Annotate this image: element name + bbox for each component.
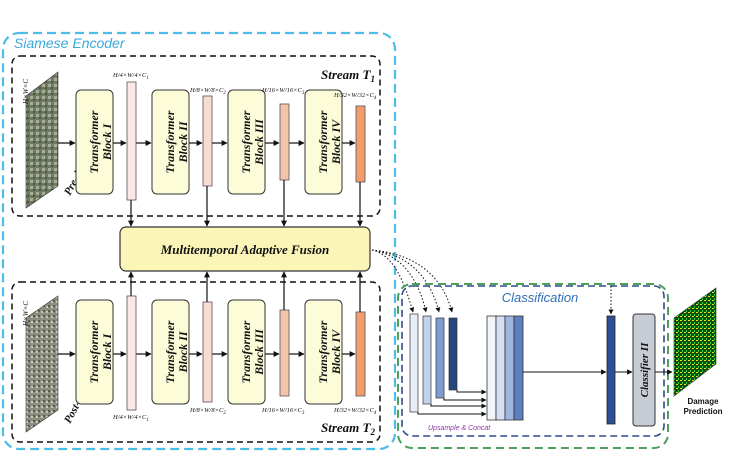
arrow [371,249,441,313]
s2-feature-map-4 [355,311,366,397]
svg-text:TransformerBlock IV: TransformerBlock IV [316,320,343,383]
post-disaster-image [25,295,59,433]
svg-text:TransformerBlock I: TransformerBlock I [87,110,114,173]
s2-dim-4: H/32×W/32×C4 [333,407,377,416]
svg-text:TransformerBlock III: TransformerBlock III [239,110,266,173]
concat-map-3 [504,315,515,421]
arrow [456,389,487,395]
svg-text:Multitemporal Adaptive Fusion: Multitemporal Adaptive Fusion [160,242,330,257]
svg-text:TransformerBlock IV: TransformerBlock IV [316,110,343,173]
s2-feature-map-1 [126,295,137,411]
damage-prediction-image [673,287,717,397]
s2-dim-2: H/8×W/8×C2 [189,407,226,416]
stream-t2-frame [11,281,381,443]
arrow [371,249,415,313]
stream-t1-label: Stream T1 [321,67,375,84]
svg-text:TransformerBlock I: TransformerBlock I [87,320,114,383]
stream2-block-3: TransformerBlock III [227,299,266,405]
stream-t1-frame [11,55,381,217]
upsample-map-3 [435,317,445,399]
upsample-map-1 [409,313,419,413]
s1-dim-3: H/16×W/16×C3 [261,87,305,96]
siamese-encoder-title: Siamese Encoder [14,35,126,51]
concat-map-2 [495,315,506,421]
pre-input-dims: H×W×C [22,79,30,105]
upsample-concat-label: Upsample & Concat [428,425,491,432]
concat-map-1 [486,315,497,421]
classifier-ii-block: Classifier II [632,313,656,427]
classification-inner-frame [401,285,665,437]
stream-t2-label: Stream T2 [321,420,375,437]
svg-text:Classifier II: Classifier II [639,342,651,397]
s1-feature-map-2 [202,95,213,187]
stream1-block-2: TransformerBlock II [151,89,190,195]
s1-feature-map-3 [279,103,290,181]
pre-disaster-image [25,71,59,209]
classification-outer-frame [397,283,669,449]
svg-text:TransformerBlock II: TransformerBlock II [163,110,190,173]
arrow [443,397,487,403]
s1-dim-2: H/8×W/8×C2 [189,87,226,96]
concat-map-4 [513,315,524,421]
arrow [371,249,428,313]
stream2-block-1: TransformerBlock I [75,299,114,405]
stream2-block-4: TransformerBlock IV [304,299,343,405]
stream1-block-3: TransformerBlock III [227,89,266,195]
upsample-map-4 [448,317,458,391]
upsample-map-2 [422,315,432,405]
s1-feature-map-4 [355,105,366,183]
s2-dim-3: H/16×W/16×C3 [261,407,305,416]
arrow [430,403,487,409]
classifier-feature-bar [606,315,616,425]
siamese-encoder-frame [1,31,397,451]
s1-dim-1: H/4×W/4×C1 [112,72,149,81]
stream1-block-4: TransformerBlock IV [304,89,343,195]
svg-text:TransformerBlock III: TransformerBlock III [239,320,266,383]
s1-dim-4: H/32×W/32×C4 [333,92,377,101]
fusion-block: Multitemporal Adaptive Fusion [119,226,371,272]
stream2-block-2: TransformerBlock II [151,299,190,405]
s2-feature-map-3 [279,309,290,397]
arrow [417,411,487,417]
arrow [371,249,454,313]
svg-text:TransformerBlock II: TransformerBlock II [163,320,190,383]
classification-title: Classification [502,290,579,305]
s2-dim-1: H/4×W/4×C1 [112,414,149,423]
s2-feature-map-2 [202,301,213,403]
stream1-block-1: TransformerBlock I [75,89,114,195]
s1-feature-map-1 [126,81,137,201]
post-input-dims: H×W×C [22,301,30,327]
